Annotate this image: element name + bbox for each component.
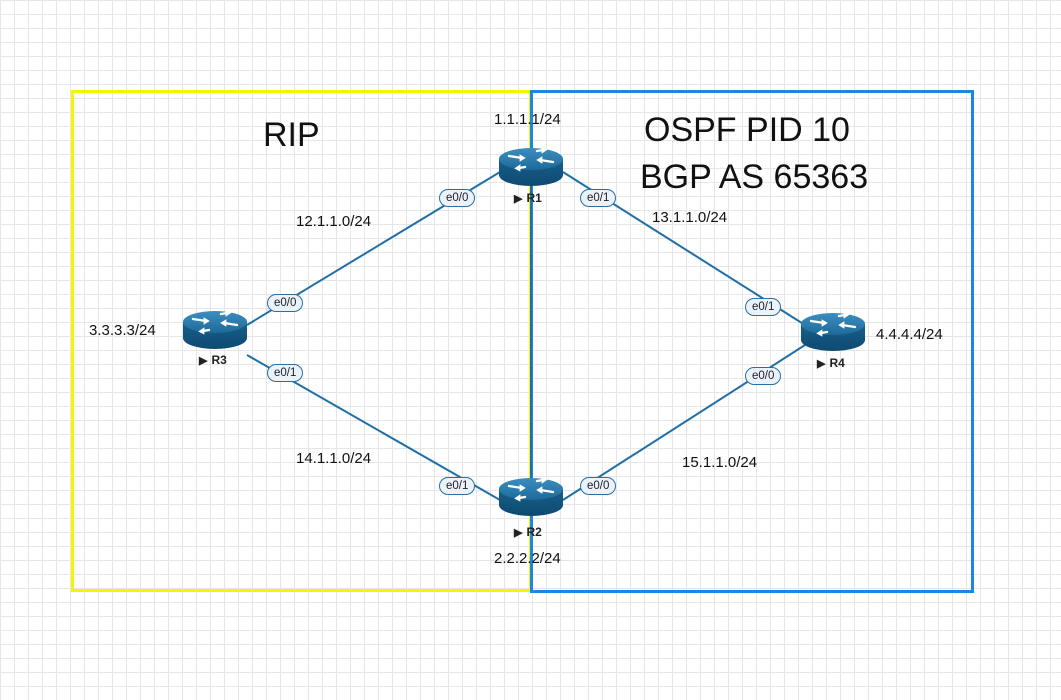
network-label-r3-r1: 12.1.1.0/24 bbox=[296, 213, 372, 230]
router-icon bbox=[497, 475, 565, 518]
router-r4[interactable] bbox=[799, 310, 867, 353]
r4-loopback-label: 4.4.4.4/24 bbox=[876, 326, 943, 343]
router-r1[interactable] bbox=[497, 145, 565, 188]
router-r3[interactable] bbox=[181, 308, 249, 351]
play-arrow-icon: ▶ bbox=[817, 358, 826, 370]
iface-r1-e0-0[interactable]: e0/0 bbox=[439, 189, 476, 207]
router-icon bbox=[181, 308, 249, 351]
network-label-r3-r2: 14.1.1.0/24 bbox=[296, 450, 372, 467]
network-label-r2-r4: 15.1.1.0/24 bbox=[682, 454, 758, 471]
play-arrow-icon: ▶ bbox=[514, 193, 523, 205]
rip-zone-title: RIP bbox=[263, 116, 320, 154]
iface-r2-e0-1[interactable]: e0/1 bbox=[439, 477, 476, 495]
iface-r3-e0-0[interactable]: e0/0 bbox=[267, 294, 304, 312]
router-icon bbox=[497, 145, 565, 188]
router-r2[interactable] bbox=[497, 475, 565, 518]
iface-r4-e0-1[interactable]: e0/1 bbox=[745, 298, 782, 316]
iface-r2-e0-0[interactable]: e0/0 bbox=[580, 477, 617, 495]
play-arrow-icon: ▶ bbox=[199, 355, 208, 367]
iface-r3-e0-1[interactable]: e0/1 bbox=[267, 364, 304, 382]
r3-loopback-label: 3.3.3.3/24 bbox=[89, 322, 156, 339]
router-r4-name: ▶R4 bbox=[817, 356, 845, 370]
play-arrow-icon: ▶ bbox=[514, 527, 523, 539]
network-label-r1-r4: 13.1.1.0/24 bbox=[652, 209, 728, 226]
router-r3-name: ▶R3 bbox=[199, 353, 227, 367]
r1-loopback-label: 1.1.1.1/24 bbox=[494, 111, 561, 128]
ospf-zone-title: OSPF PID 10 bbox=[644, 111, 850, 149]
iface-r4-e0-0[interactable]: e0/0 bbox=[745, 367, 782, 385]
router-icon bbox=[799, 310, 867, 353]
router-r1-name: ▶R1 bbox=[514, 191, 542, 205]
bgp-zone-title: BGP AS 65363 bbox=[640, 158, 869, 196]
r2-loopback-label: 2.2.2.2/24 bbox=[494, 550, 561, 567]
iface-r1-e0-1[interactable]: e0/1 bbox=[580, 189, 617, 207]
router-r2-name: ▶R2 bbox=[514, 525, 542, 539]
